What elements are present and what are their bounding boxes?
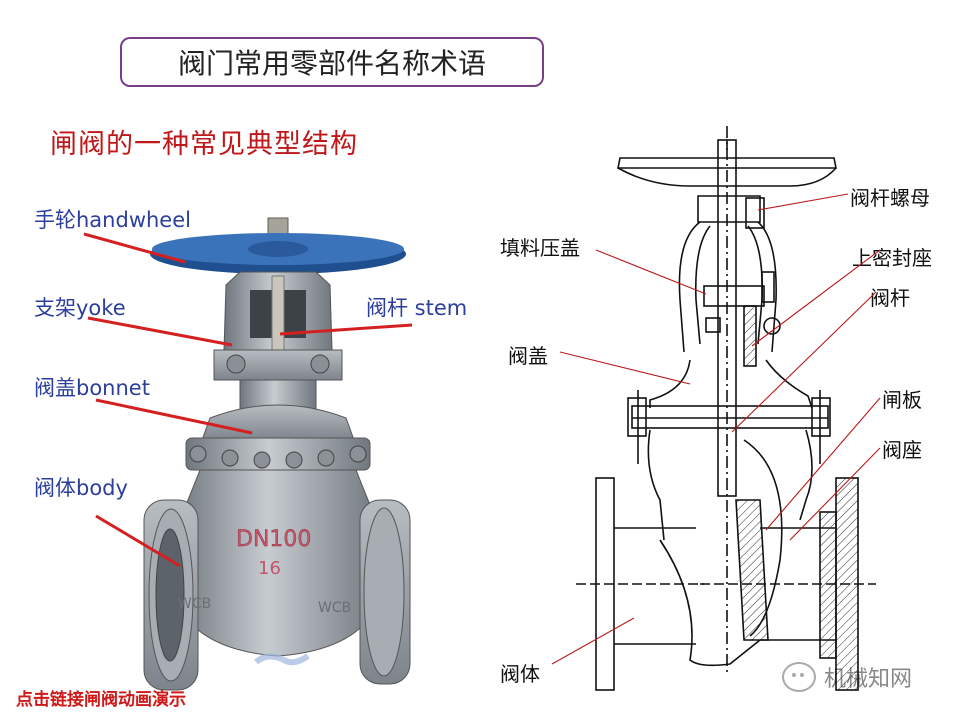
bonnet	[202, 405, 354, 440]
cross-section-drawing	[576, 126, 876, 690]
size-marking: DN100	[236, 527, 311, 552]
material-marking-right: WCB	[318, 600, 351, 616]
material-marking-left: WCB	[178, 596, 211, 612]
manufacturer-logo	[256, 656, 308, 662]
pressure-marking: 16	[258, 558, 281, 579]
gate-valve-photo: DN100 16 WCB WCB	[144, 218, 410, 690]
